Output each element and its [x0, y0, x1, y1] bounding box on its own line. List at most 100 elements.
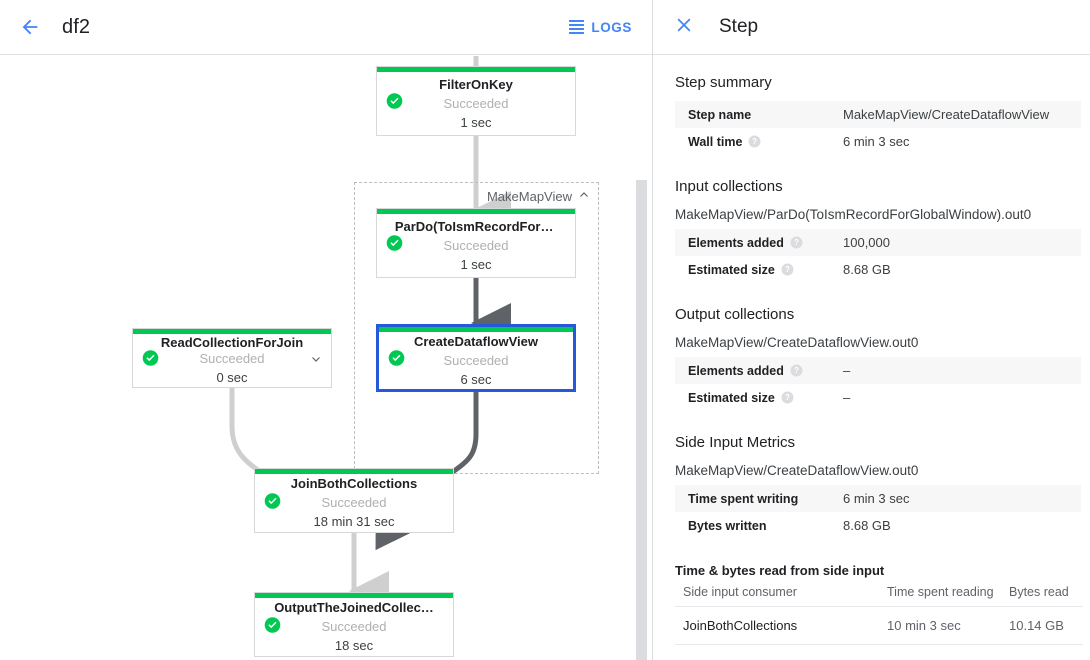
node-status-bar [255, 469, 453, 474]
back-button[interactable] [10, 7, 50, 47]
output-collections-table: Elements added? – Estimated size? – [675, 357, 1081, 411]
page-title: df2 [62, 15, 91, 38]
row-value: – [843, 363, 851, 378]
chevron-down-icon[interactable] [310, 352, 322, 364]
row-value: 6 min 3 sec [843, 491, 910, 506]
output-collection-name: MakeMapView/CreateDataflowView.out0 [675, 335, 919, 350]
logs-button[interactable]: LOGS [563, 14, 638, 41]
node-status-bar [377, 67, 575, 72]
composite-group-makemapview[interactable]: MakeMapView [354, 182, 599, 474]
graph-scrollbar[interactable] [636, 56, 647, 660]
cell-time-spent-reading: 10 min 3 sec [887, 606, 1009, 645]
table-row: Wall time? 6 min 3 sec [675, 128, 1081, 155]
table-row: Estimated size? – [675, 384, 1081, 411]
check-circle-icon [386, 93, 403, 110]
column-header-bytes-read[interactable]: Bytes read [1009, 580, 1083, 607]
graph-node-read-collection-for-join[interactable]: ReadCollectionForJoin Succeeded 0 sec [132, 328, 332, 388]
node-title: FilterOnKey [439, 76, 513, 92]
composite-group-label[interactable]: MakeMapView [487, 189, 590, 204]
close-panel-button[interactable] [667, 10, 701, 44]
row-key-label: Elements added [688, 363, 784, 378]
row-key-label: Estimated size [688, 262, 775, 277]
help-icon[interactable]: ? [790, 236, 803, 249]
node-title: CreateDataflowView [413, 333, 539, 349]
table-row: Time spent writing 6 min 3 sec [675, 485, 1081, 512]
graph-node-output-the-joined-collection[interactable]: OutputTheJoinedCollec… Succeeded 18 sec [254, 592, 454, 657]
row-key: Wall time? [675, 128, 843, 155]
check-circle-icon [264, 616, 281, 633]
node-title: OutputTheJoinedCollec… [274, 600, 434, 615]
side-input-metrics-table: Time spent writing 6 min 3 sec Bytes wri… [675, 485, 1081, 539]
help-icon[interactable]: ? [748, 135, 761, 148]
svg-text:?: ? [752, 137, 757, 146]
side-input-metrics-heading: Side Input Metrics [675, 434, 796, 451]
table-row: Step name MakeMapView/CreateDataflowView [675, 101, 1081, 128]
logs-icon [569, 20, 585, 34]
graph-node-pardo-toism[interactable]: ParDo(ToIsmRecordFor…) Succeeded 1 sec [376, 208, 576, 278]
svg-text:?: ? [794, 238, 799, 247]
help-icon[interactable]: ? [790, 364, 803, 377]
node-status: Succeeded [443, 352, 509, 368]
chevron-up-icon[interactable] [578, 189, 590, 204]
node-status: Succeeded [443, 95, 509, 111]
node-status-bar [377, 209, 575, 214]
job-toolbar: df2 LOGS [0, 0, 652, 55]
svg-text:?: ? [794, 366, 799, 375]
column-header-side-input-consumer[interactable]: Side input consumer [675, 580, 887, 607]
check-circle-icon [388, 350, 405, 367]
node-status-bar [133, 329, 331, 334]
node-status-bar [255, 593, 453, 598]
node-duration: 18 sec [334, 638, 374, 653]
node-status: Succeeded [321, 495, 387, 510]
job-graph-canvas[interactable]: MakeMapView FilterOnKey Succeeded 1 sec [0, 56, 652, 660]
step-panel-title: Step [719, 16, 759, 37]
column-header-time-spent-reading[interactable]: Time spent reading [887, 580, 1009, 607]
composite-group-name: MakeMapView [486, 189, 572, 204]
row-key: Time spent writing [688, 491, 799, 506]
row-key-label: Wall time [688, 134, 743, 149]
help-icon[interactable]: ? [781, 391, 794, 404]
input-collection-name: MakeMapView/ParDo(ToIsmRecordForGlobalWi… [675, 207, 1032, 222]
help-icon[interactable]: ? [781, 263, 794, 276]
close-icon [674, 15, 694, 40]
svg-text:?: ? [785, 393, 790, 402]
job-graph-pane: df2 LOGS [0, 0, 653, 660]
graph-node-filter-on-key[interactable]: FilterOnKey Succeeded 1 sec [376, 66, 576, 136]
svg-text:?: ? [785, 265, 790, 274]
row-key: Elements added? [675, 357, 843, 384]
input-collections-table: Elements added? 100,000 Estimated size? … [675, 229, 1081, 283]
graph-node-join-both-collections[interactable]: JoinBothCollections Succeeded 18 min 31 … [254, 468, 454, 533]
side-input-read-table: Side input consumer Time spent reading B… [675, 580, 1083, 645]
arrow-back-icon [19, 16, 41, 38]
logs-button-label: LOGS [591, 19, 632, 35]
row-key: Estimated size? [675, 384, 843, 411]
cell-side-input-consumer: JoinBothCollections [675, 606, 887, 645]
node-status: Succeeded [321, 619, 387, 634]
check-circle-icon [386, 235, 403, 252]
table-row: JoinBothCollections 10 min 3 sec 10.14 G… [675, 606, 1083, 645]
check-circle-icon [142, 350, 159, 367]
table-row: Elements added? 100,000 [675, 229, 1081, 256]
side-input-collection-name: MakeMapView/CreateDataflowView.out0 [675, 463, 919, 478]
graph-scrollbar-thumb[interactable] [636, 180, 647, 660]
node-duration: 18 min 31 sec [313, 514, 395, 529]
row-value: 8.68 GB [843, 262, 891, 277]
table-row: Estimated size? 8.68 GB [675, 256, 1081, 283]
check-circle-icon [264, 492, 281, 509]
step-summary-table: Step name MakeMapView/CreateDataflowView… [675, 101, 1081, 155]
row-key: Step name [688, 107, 752, 122]
row-key: Estimated size? [675, 256, 843, 283]
output-collections-heading: Output collections [675, 306, 795, 323]
row-key-label: Elements added [688, 235, 784, 250]
row-value: 6 min 3 sec [843, 134, 910, 149]
row-value: – [843, 390, 851, 405]
cell-bytes-read: 10.14 GB [1009, 606, 1083, 645]
row-key: Bytes written [688, 518, 767, 533]
input-collections-heading: Input collections [675, 178, 783, 195]
graph-node-create-dataflow-view[interactable]: CreateDataflowView Succeeded 6 sec [376, 324, 576, 392]
node-duration: 6 sec [460, 371, 492, 387]
node-status: Succeeded [199, 351, 265, 366]
table-row: Elements added? – [675, 357, 1081, 384]
side-input-read-subheading: Time & bytes read from side input [675, 563, 885, 578]
